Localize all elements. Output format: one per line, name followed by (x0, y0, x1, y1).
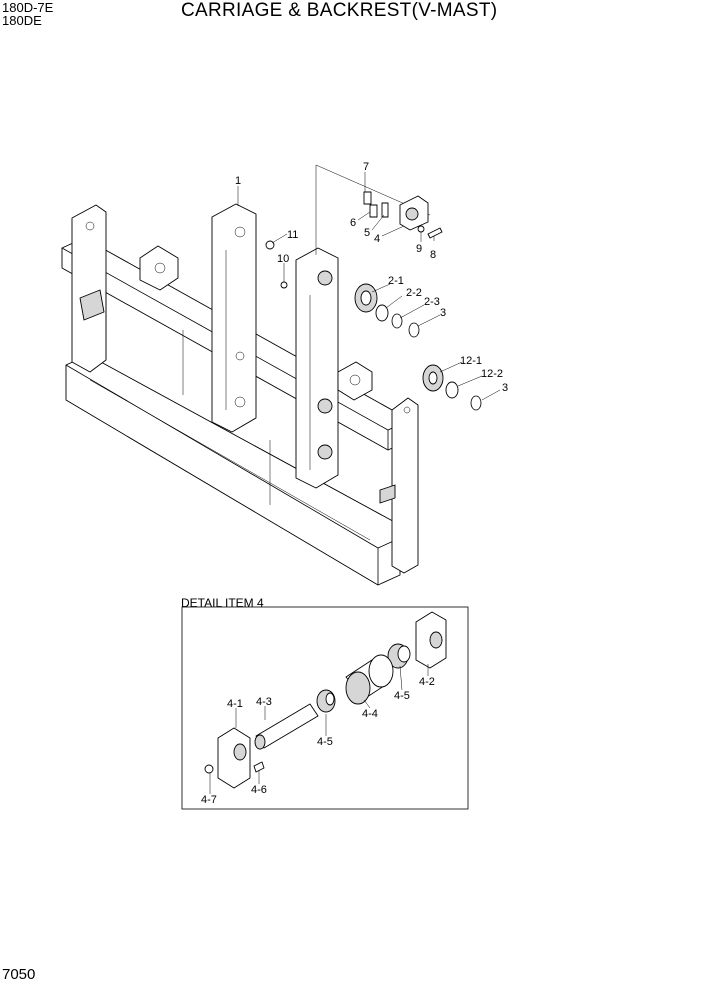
callout-4-4: 4-4 (362, 708, 378, 720)
callout-4-6: 4-6 (251, 784, 267, 796)
bearing-12-1 (422, 364, 444, 392)
roller-assy-4 (399, 195, 429, 231)
detail-flange-4-5-right (387, 643, 411, 669)
detail-nipple-4-7 (204, 764, 214, 774)
callout-4-3: 4-3 (256, 696, 272, 708)
detail-callout-labels: 4-2 4-5 4-4 4-5 4-3 4-1 4-6 4-7 (201, 676, 435, 806)
detail-pin-4-3 (254, 703, 319, 750)
detail-box (181, 606, 469, 810)
bolt-8 (427, 227, 443, 239)
shim-plate-6 (369, 204, 378, 218)
shim-plate-5 (381, 202, 389, 218)
snap-ring-3-lower (470, 395, 482, 411)
grease-nipple-10 (280, 281, 288, 289)
page-number: 7050 (2, 966, 36, 983)
callout-12-1: 12-1 (460, 355, 482, 367)
detail-title: DETAIL ITEM 4 (181, 596, 264, 610)
mast-plate-right (295, 247, 339, 489)
callout-12-2: 12-2 (481, 368, 503, 380)
model-code-secondary: 180DE (2, 13, 42, 28)
page-title: CARRIAGE & BACKREST(V-MAST) (181, 0, 498, 21)
model-code-primary: 180D-7E (2, 0, 54, 15)
callout-4: 4 (374, 233, 380, 245)
detail-roller-housing-4-2 (415, 611, 447, 669)
ring-2-3 (391, 313, 403, 329)
shim-2-2 (375, 304, 389, 322)
callout-5: 5 (364, 227, 370, 239)
detail-leader-lines (209, 664, 429, 794)
callout-2-3: 2-3 (424, 296, 440, 308)
detail-screw-4-6 (253, 761, 265, 773)
shim-plate-7 (363, 191, 372, 205)
callout-3-upper: 3 (440, 307, 446, 319)
callout-6: 6 (350, 217, 356, 229)
nut-11 (265, 240, 275, 250)
bearing-2-1 (354, 283, 378, 313)
callout-4-1: 4-1 (227, 698, 243, 710)
shim-12-2 (445, 381, 459, 399)
callout-9: 9 (416, 243, 422, 255)
callout-4-2: 4-2 (419, 676, 435, 688)
washer-9 (417, 225, 425, 233)
callout-10: 10 (277, 253, 289, 265)
detail-housing-4-1 (217, 727, 251, 789)
callout-11: 11 (287, 229, 298, 241)
leader-lines (237, 172, 501, 401)
top-bracket-right (337, 361, 373, 401)
callout-2-2: 2-2 (406, 287, 422, 299)
callout-7: 7 (363, 161, 369, 173)
callout-labels: 1 7 6 5 4 8 9 11 10 2-1 2-2 2-3 3 12-1 1… (235, 161, 508, 394)
callout-2-1: 2-1 (388, 275, 404, 287)
callout-1: 1 (235, 175, 241, 187)
snap-ring-3-upper (408, 322, 420, 338)
callout-8: 8 (430, 249, 436, 261)
detail-flange-4-5-left (316, 689, 336, 713)
callout-4-5-left: 4-5 (317, 736, 333, 748)
callout-4-5-right: 4-5 (394, 690, 410, 702)
mast-plate-left (211, 203, 257, 433)
callout-4-7: 4-7 (201, 794, 217, 806)
detail-roller-4-4 (345, 654, 394, 705)
callout-3-lower: 3 (502, 382, 508, 394)
